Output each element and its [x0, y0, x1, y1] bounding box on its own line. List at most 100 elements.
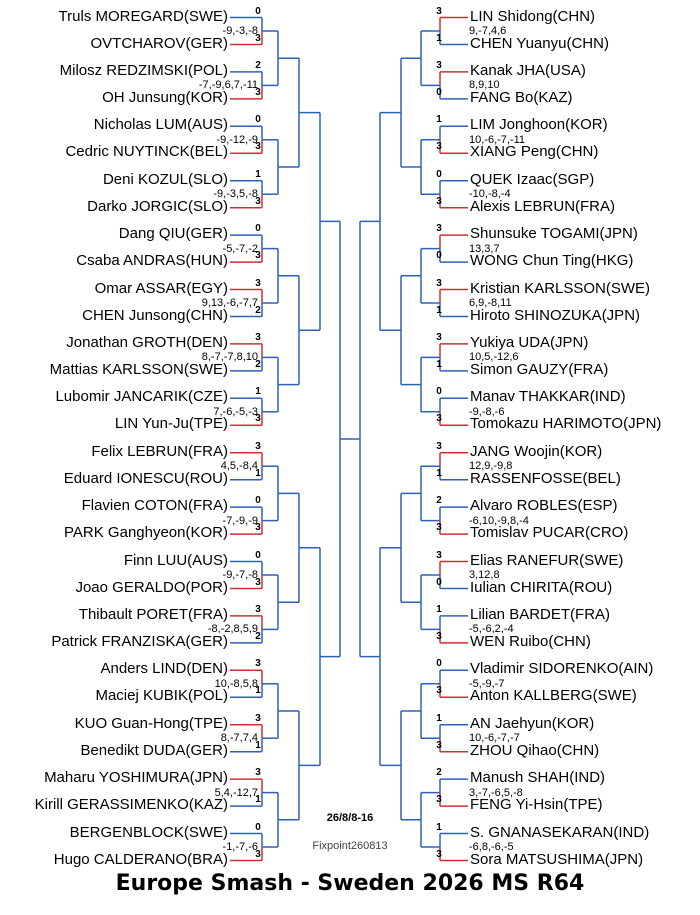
games-won: 1: [255, 685, 261, 697]
match-score: 3,-7,-6,5,-8: [469, 786, 523, 799]
player-name: S. GNANASEKARAN(IND): [470, 823, 650, 841]
games-won: 3: [436, 848, 442, 860]
player-name: Simon GAUZY(FRA): [470, 360, 609, 378]
games-won: 2: [436, 767, 442, 779]
player-name: LIN Yun-Ju(TPE): [114, 415, 228, 433]
player-name: Csaba ANDRAS(HUN): [76, 252, 228, 270]
player-name: Anders LIND(DEN): [100, 660, 228, 678]
games-won: 3: [255, 250, 261, 262]
player-name: Manush SHAH(IND): [470, 769, 606, 787]
player-name: KUO Guan-Hong(TPE): [74, 714, 228, 732]
player-name: Kanak JHA(USA): [470, 61, 586, 79]
games-won: 0: [436, 576, 442, 588]
player-name: Deni KOZUL(SLO): [102, 170, 228, 188]
games-won: 1: [436, 32, 442, 44]
games-won: 1: [436, 304, 442, 316]
player-name: Kristian KARLSSON(SWE): [470, 279, 651, 297]
match-score: 10,-6,-7,-11: [469, 133, 526, 146]
player-name: FENG Yi-Hsin(TPE): [470, 796, 603, 814]
games-won: 3: [436, 195, 442, 207]
match-score: 10,-8,5,8: [214, 677, 258, 690]
games-won: 3: [436, 413, 442, 425]
games-won: 1: [255, 467, 261, 479]
games-won: 2: [255, 304, 261, 316]
games-won: 0: [436, 386, 442, 398]
games-won: 3: [436, 440, 442, 452]
match-score: 8,9,10: [469, 79, 500, 92]
match-score: -9,-12,-9: [216, 133, 258, 146]
player-name: Hugo CALDERANO(BRA): [53, 850, 228, 868]
player-name: Eduard IONESCU(ROU): [63, 469, 228, 487]
games-won: 1: [255, 386, 261, 398]
match-score: -6,10,-9,8,-4: [469, 514, 529, 527]
player-name: Jonathan GROTH(DEN): [66, 333, 228, 351]
player-name: Tomislav PUCAR(CRO): [470, 524, 629, 542]
match-score: 8,-7,7,4: [220, 732, 258, 745]
player-name: LIN Shidong(CHN): [470, 7, 596, 25]
match-score: -5,-6,2,-4: [469, 623, 514, 636]
games-won: 0: [436, 86, 442, 98]
player-name: Thibault PORET(FRA): [78, 605, 228, 623]
player-name: XIANG Peng(CHN): [470, 143, 599, 161]
games-won: 3: [436, 141, 442, 153]
player-name: Alvaro ROBLES(ESP): [470, 497, 618, 515]
games-won: 0: [255, 114, 261, 126]
match-score: 3,12,8: [469, 569, 500, 581]
match-score: 10,5,-12,6: [469, 351, 519, 364]
games-won: 3: [436, 739, 442, 751]
games-won: 3: [436, 549, 442, 561]
games-won: 3: [255, 848, 261, 860]
games-won: 3: [255, 658, 261, 670]
player-name: Benedikt DUDA(GER): [80, 741, 228, 759]
games-won: 3: [436, 331, 442, 343]
games-won: 1: [255, 168, 261, 180]
player-name: Yukiya UDA(JPN): [470, 333, 589, 351]
player-name: QUEK Izaac(SGP): [470, 170, 595, 188]
player-name: RASSENFOSSE(BEL): [470, 469, 621, 487]
match-score: -5,-9,-7: [469, 677, 505, 690]
games-won: 1: [436, 467, 442, 479]
player-name: Lubomir JANCARIK(CZE): [55, 388, 228, 406]
player-name: Shunsuke TOGAMI(JPN): [470, 225, 638, 243]
player-name: Alexis LEBRUN(FRA): [470, 197, 616, 215]
games-won: 1: [436, 821, 442, 833]
player-name: AN Jaehyun(KOR): [470, 714, 595, 732]
match-score: 13,3,7: [469, 242, 500, 255]
match-score: 7,-6,-5,-3: [213, 405, 258, 418]
games-won: 1: [255, 739, 261, 751]
games-won: 3: [436, 223, 442, 235]
games-won: 0: [436, 658, 442, 670]
player-name: ZHOU Qihao(CHN): [470, 741, 600, 759]
games-won: 3: [436, 5, 442, 17]
player-name: Darko JORGIC(SLO): [87, 197, 228, 215]
games-won: 3: [255, 195, 261, 207]
player-name: Dang QIU(GER): [118, 225, 228, 243]
match-score: -5,-7,-2: [222, 242, 258, 255]
match-score: -9,-3,5,-8: [213, 188, 258, 201]
player-name: Finn LUU(AUS): [123, 551, 228, 569]
match-score: 4,5,-8,4: [220, 460, 258, 473]
player-name: Felix LEBRUN(FRA): [91, 442, 228, 460]
match-score: -9,-7,-8: [222, 569, 258, 581]
player-name: Mattias KARLSSON(SWE): [49, 360, 228, 378]
games-won: 0: [436, 168, 442, 180]
player-name: Tomokazu HARIMOTO(JPN): [470, 415, 662, 433]
games-won: 0: [255, 5, 261, 17]
games-won: 0: [255, 821, 261, 833]
player-name: BERGENBLOCK(SWE): [69, 823, 228, 841]
player-name: LIM Jonghoon(KOR): [470, 116, 608, 134]
games-won: 2: [255, 358, 261, 370]
player-name: Elias RANEFUR(SWE): [470, 551, 624, 569]
player-name: Patrick FRANZISKA(GER): [51, 632, 228, 650]
games-won: 3: [436, 277, 442, 289]
games-won: 3: [255, 331, 261, 343]
match-score: 8,-7,-7,8,10: [201, 351, 258, 364]
games-won: 2: [255, 59, 261, 71]
player-name: Truls MOREGARD(SWE): [58, 7, 228, 25]
games-won: 1: [255, 794, 261, 806]
player-name: Joao GERALDO(POR): [75, 578, 228, 596]
player-name: PARK Ganghyeon(KOR): [64, 524, 228, 542]
player-name: Nicholas LUM(AUS): [93, 116, 228, 134]
games-won: 3: [436, 630, 442, 642]
